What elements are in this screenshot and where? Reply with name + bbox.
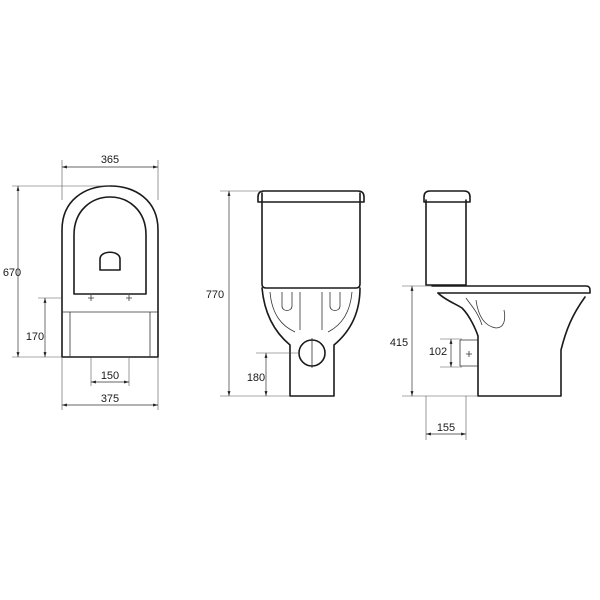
side-view-cistern-lid [423,190,471,203]
top-view-bolt-right [126,295,132,301]
side-view-seat [431,285,591,294]
dim-top-length: 670 [3,267,21,279]
top-view-base [62,311,158,357]
dim-top-outlet: 170 [26,331,44,343]
top-view: 365 670 170 150 375 [3,154,159,410]
front-view-trap [269,291,353,333]
dim-side-seat-height: 415 [390,337,408,349]
side-view-cistern [425,199,467,286]
side-view-bowl [437,292,586,397]
side-view-foot [459,339,478,367]
side-view: 415 102 155 [390,190,591,440]
top-view-hinge [99,251,121,271]
side-view-trap [465,297,506,329]
front-view-cistern [261,192,361,289]
dim-top-width: 365 [101,154,119,166]
side-view-outlet-marker [466,351,472,357]
front-view-cistern-lid [257,190,365,203]
top-view-outline [61,185,159,358]
front-view: 770 180 [206,190,365,397]
dim-front-height: 770 [206,289,224,301]
top-view-bolt-left [88,295,94,301]
dim-top-base-width: 375 [101,393,119,405]
top-view-seat [73,196,147,295]
dim-front-outlet-height: 180 [247,372,265,384]
front-view-bowl [261,287,361,397]
dim-side-outlet-height: 102 [429,346,447,358]
dim-side-outlet-offset: 155 [437,422,455,434]
dim-top-bolt-spacing: 150 [101,370,119,382]
